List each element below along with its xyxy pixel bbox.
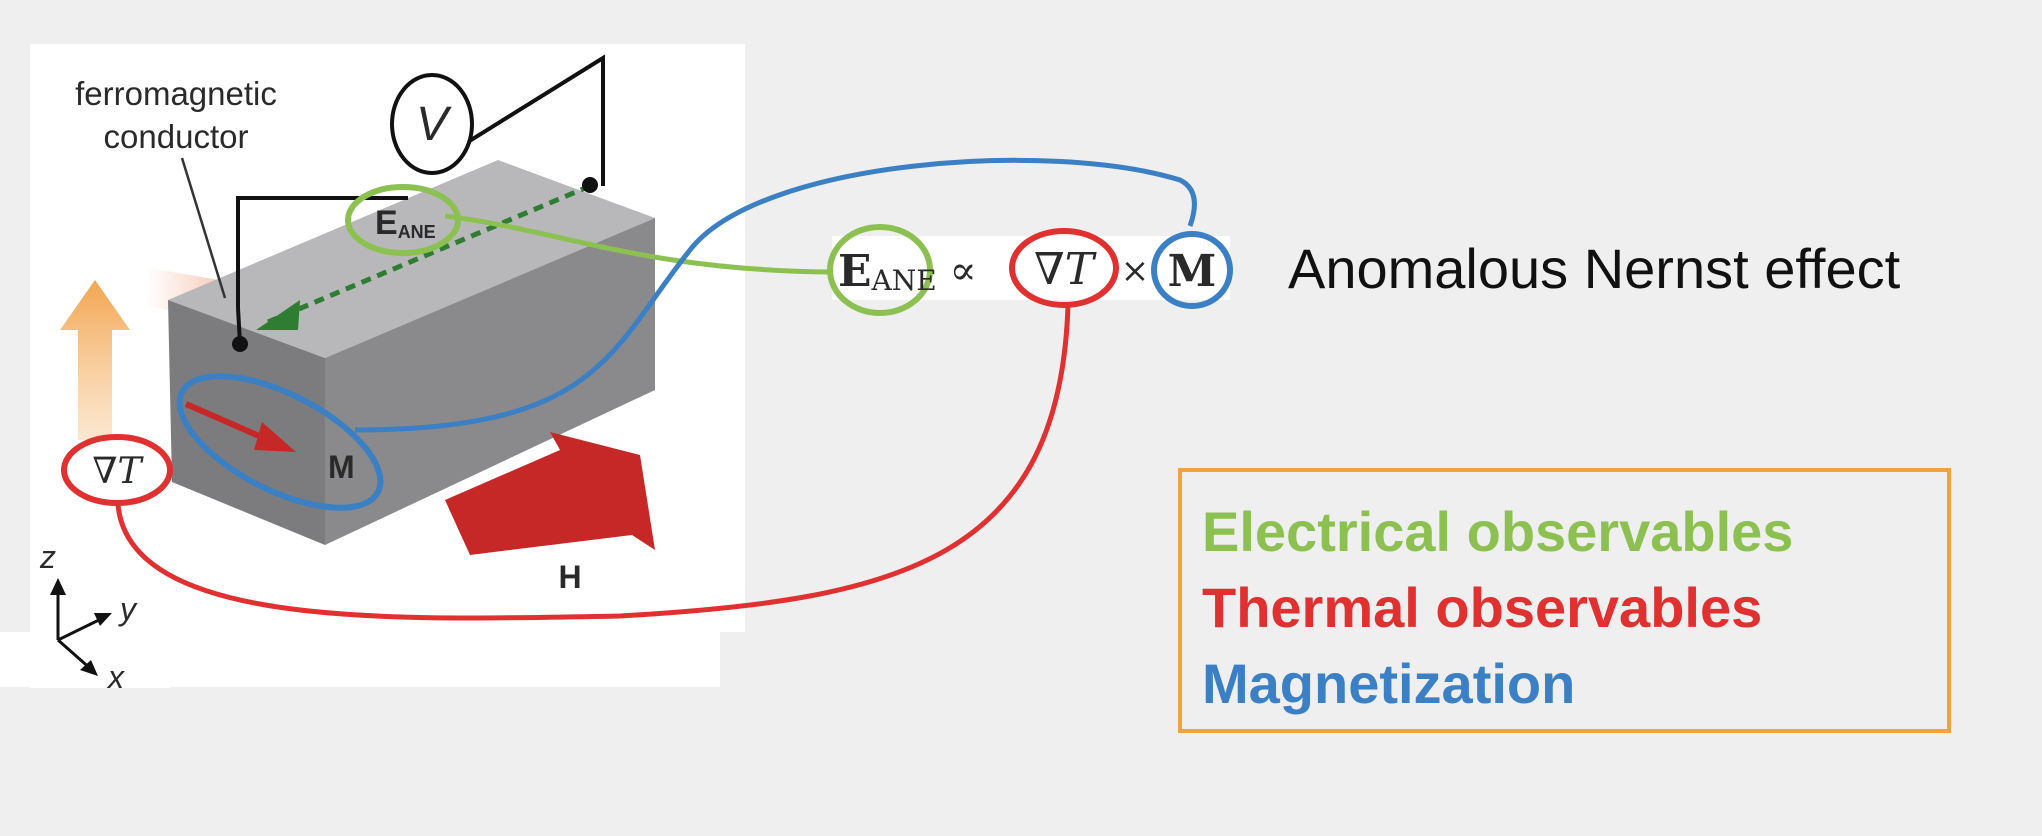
magnetization-oval bbox=[176, 373, 384, 511]
field-arrow bbox=[445, 432, 655, 555]
field-label: H bbox=[558, 559, 581, 595]
axis-z-label: z bbox=[39, 539, 56, 575]
equation-proportional: ∝ bbox=[949, 248, 976, 294]
wire-right bbox=[461, 54, 605, 186]
legend-electrical: Electrical observables bbox=[1202, 500, 1794, 563]
effect-title: Anomalous Nernst effect bbox=[1288, 237, 1901, 300]
conductor-side-face bbox=[325, 218, 655, 545]
equation-cross: × bbox=[1121, 251, 1150, 291]
magnetization-arrowhead bbox=[254, 422, 296, 452]
material-pointer bbox=[180, 157, 227, 299]
magnetization-connector bbox=[354, 157, 1197, 433]
legend-magnetization: Magnetization bbox=[1202, 652, 1576, 715]
coordinate-axes: z y x bbox=[39, 539, 138, 695]
equation-grad-t: ∇T bbox=[1034, 244, 1098, 295]
grad-t-label: ∇T bbox=[92, 451, 144, 492]
figure-panel-bottom bbox=[0, 632, 720, 687]
electrical-connector bbox=[444, 213, 831, 275]
e-field-arrowhead bbox=[256, 300, 300, 330]
equation-m-oval bbox=[1151, 231, 1233, 309]
temperature-gradient-arrow bbox=[60, 280, 130, 440]
equation-e-oval bbox=[827, 224, 933, 316]
e-field-label: EANE bbox=[375, 204, 436, 242]
grad-t-oval bbox=[61, 434, 173, 506]
wire-left bbox=[236, 196, 408, 308]
magnetization-label: M bbox=[328, 449, 355, 485]
equation-m: M bbox=[1168, 246, 1217, 297]
thermal-connector bbox=[115, 304, 1071, 621]
e-field-oval bbox=[345, 184, 461, 256]
material-label-line1: ferromagnetic bbox=[75, 75, 277, 112]
material-label-line2: conductor bbox=[104, 118, 249, 155]
legend-thermal: Thermal observables bbox=[1202, 576, 1763, 639]
conductor-front-face bbox=[168, 300, 325, 545]
legend: Electrical observables Thermal observabl… bbox=[1178, 468, 1951, 733]
voltmeter bbox=[390, 73, 474, 175]
equation-e: EANE bbox=[838, 246, 937, 297]
wire-left-drop bbox=[236, 307, 242, 345]
axis-x-label: x bbox=[106, 659, 125, 695]
equation-grad-t-oval bbox=[1009, 228, 1119, 308]
axis-y-label: y bbox=[118, 591, 138, 627]
e-field-dashed-line bbox=[267, 183, 591, 325]
voltmeter-label: V bbox=[416, 98, 452, 151]
contact-right bbox=[582, 177, 598, 193]
